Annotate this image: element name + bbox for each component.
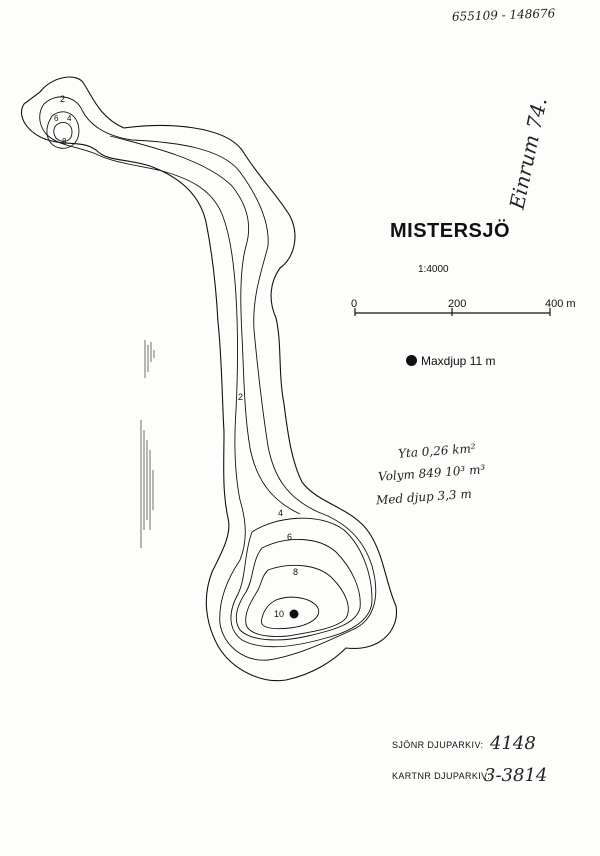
contour-6m-south xyxy=(235,539,361,641)
contour-6m-north xyxy=(53,121,73,142)
scale-tick-400: 400 m xyxy=(545,298,576,310)
depth-label: 2 xyxy=(238,392,243,402)
contour-4m-south xyxy=(230,517,373,648)
depth-label: 8 xyxy=(62,137,67,146)
map-archive-label: KARTNR DJUPARKIV: xyxy=(392,771,491,781)
depth-label: 2 xyxy=(60,94,65,104)
max-depth-point xyxy=(289,609,299,619)
depth-label: 8 xyxy=(293,567,298,577)
contour-4m-channel xyxy=(109,135,301,515)
contour-4m-north xyxy=(46,111,80,149)
max-depth-legend-text: Maxdjup 11 m xyxy=(421,354,496,368)
depth-label: 6 xyxy=(287,532,292,542)
contour-2m xyxy=(39,96,377,661)
scale-tick-200: 200 xyxy=(448,298,467,310)
depth-label: 4 xyxy=(278,508,283,518)
depth-label: 4 xyxy=(67,114,72,123)
contour-8m-south xyxy=(245,564,349,637)
contour-10m-south xyxy=(260,596,320,630)
scale-tick-0: 0 xyxy=(351,298,358,310)
map-archive-number: 3-3814 xyxy=(484,765,548,786)
lake-archive-number: 4148 xyxy=(490,733,536,754)
scale-bar xyxy=(354,308,551,316)
scale-ratio: 1:4000 xyxy=(418,264,449,275)
lake-archive-label: SJÖNR DJUPARKIV: xyxy=(392,740,484,750)
max-depth-dot-icon xyxy=(406,355,417,366)
map-title: MISTERSJÖ xyxy=(390,220,511,242)
shoreline xyxy=(21,76,398,682)
scan-marks xyxy=(140,340,155,548)
max-depth-legend: Maxdjup 11 m xyxy=(406,354,495,368)
depth-label: 6 xyxy=(54,114,59,123)
depth-label: 10 xyxy=(274,609,284,619)
